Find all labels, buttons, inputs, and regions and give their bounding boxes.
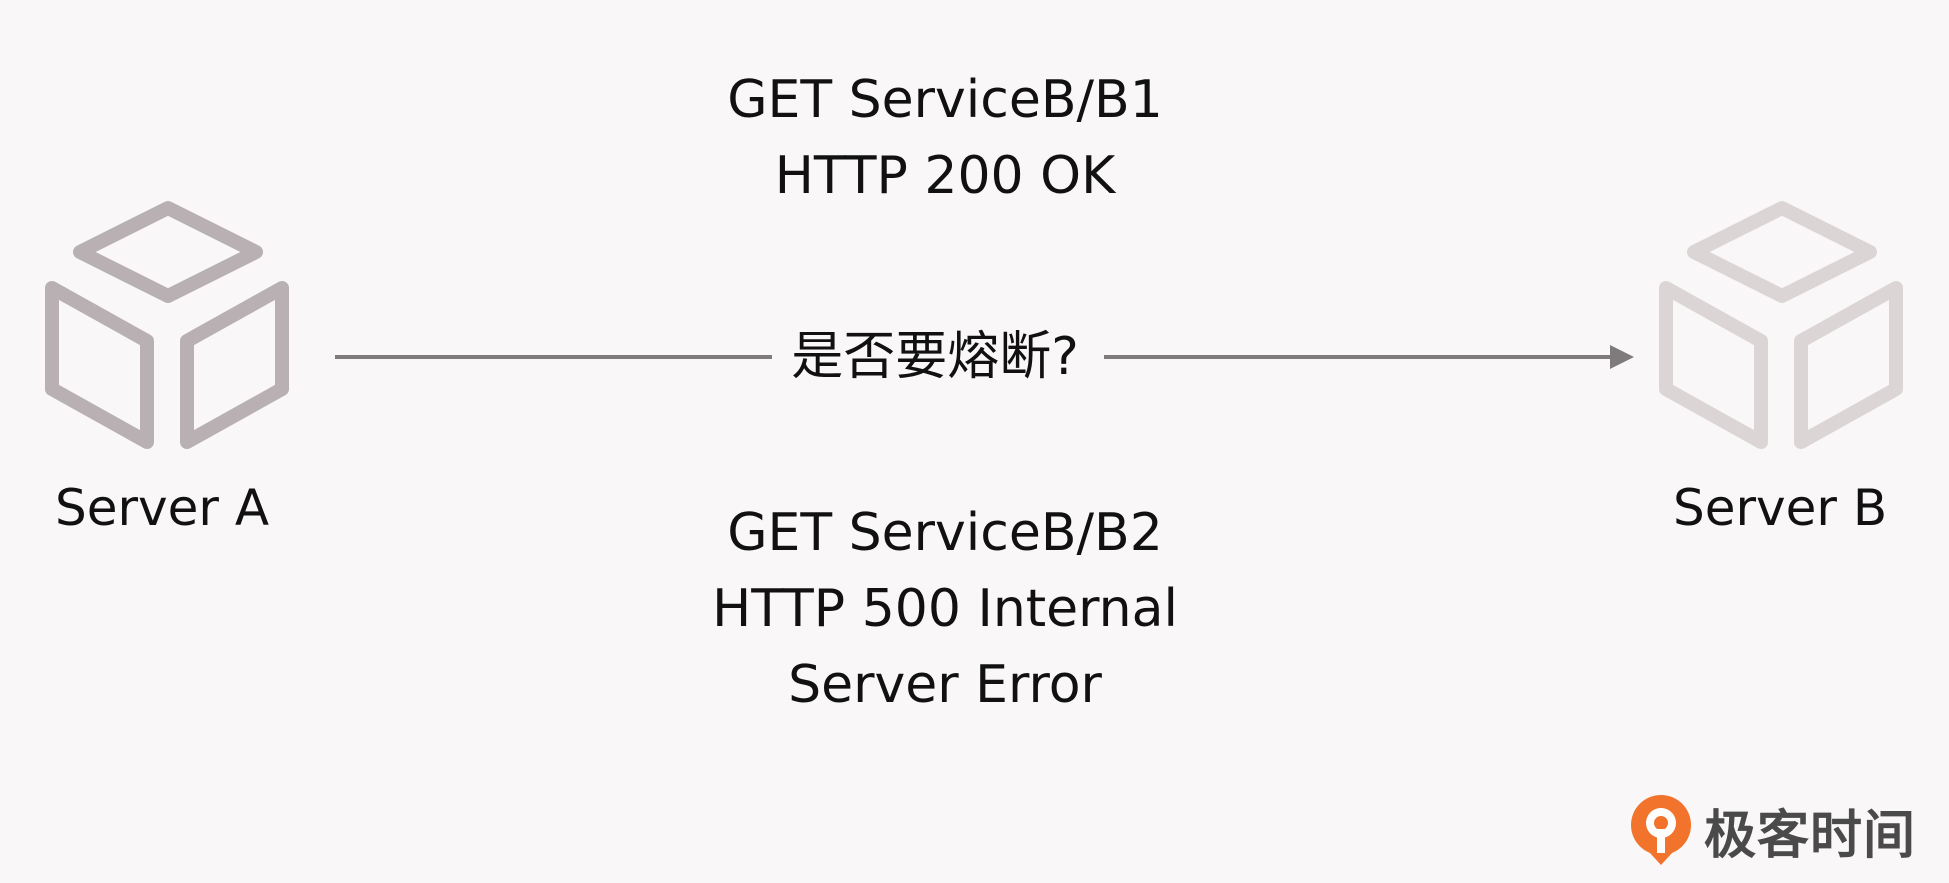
brand-logo: 极客时间 [1628, 790, 1916, 870]
request-b1-text: GET ServiceB/B1 HTTP 200 OK [640, 62, 1250, 214]
arrow-head [1610, 345, 1634, 369]
server-b-label: Server B [1673, 479, 1888, 537]
request-b2-status: HTTP 500 Internal [712, 579, 1178, 639]
brand-name: 极客时间 [1704, 805, 1917, 866]
request-b1-method: GET ServiceB/B1 [727, 70, 1163, 130]
request-b1-status: HTTP 200 OK [774, 146, 1116, 206]
request-b2-text: GET ServiceB/B2 HTTP 500 Internal Server… [640, 495, 1250, 723]
server-a-cube-icon [45, 201, 289, 449]
circuit-break-question: 是否要熔断? [791, 327, 1079, 387]
server-b-cube-icon [1659, 201, 1903, 449]
request-b2-method: GET ServiceB/B2 [727, 503, 1163, 563]
request-b2-status-cont: Server Error [788, 655, 1102, 715]
brand-logo-icon [1631, 795, 1691, 865]
server-a-label: Server A [55, 479, 270, 537]
